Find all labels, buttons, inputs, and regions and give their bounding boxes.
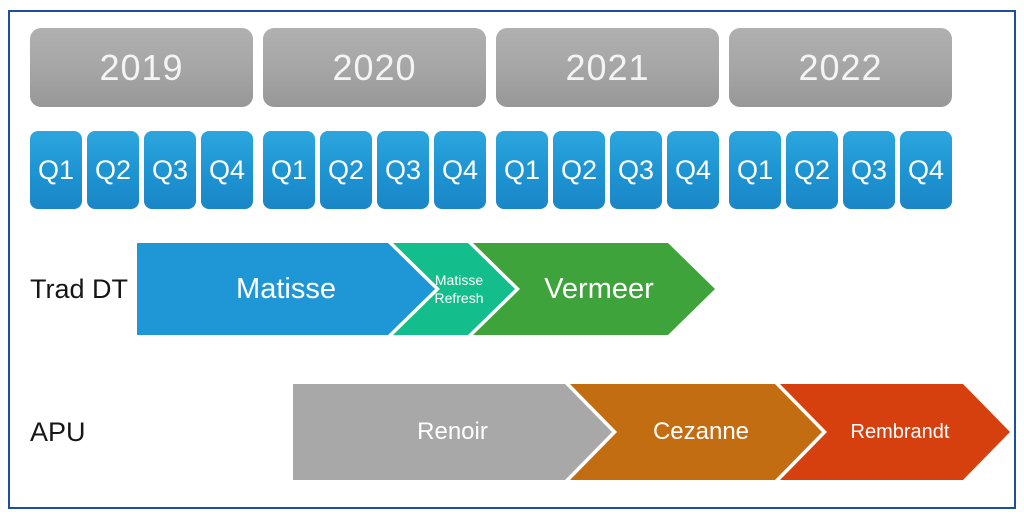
quarter-group: Q1 Q2 Q3 Q4 xyxy=(496,131,719,209)
quarter-box: Q1 xyxy=(496,131,548,209)
slide-border xyxy=(8,10,1016,509)
quarter-box: Q3 xyxy=(144,131,196,209)
quarter-box: Q2 xyxy=(87,131,139,209)
quarter-group: Q1 Q2 Q3 Q4 xyxy=(30,131,253,209)
phase-cezanne: Cezanne xyxy=(570,384,822,480)
phase-matisse-label: Matisse xyxy=(236,272,336,305)
quarter-box: Q4 xyxy=(900,131,952,209)
quarter-box: Q1 xyxy=(263,131,315,209)
row-label-apu: APU xyxy=(30,416,86,447)
quarter-box: Q4 xyxy=(201,131,253,209)
quarter-box: Q1 xyxy=(729,131,781,209)
phase-vermeer: Vermeer xyxy=(473,243,715,335)
quarter-group: Q1 Q2 Q3 Q4 xyxy=(729,131,952,209)
quarter-box: Q1 xyxy=(30,131,82,209)
phase-rembrandt-label: Rembrandt xyxy=(850,420,950,443)
quarter-box: Q4 xyxy=(434,131,486,209)
quarter-group: Q1 Q2 Q3 Q4 xyxy=(263,131,486,209)
quarter-box: Q2 xyxy=(553,131,605,209)
quarters-row: Q1 Q2 Q3 Q4 Q1 Q2 Q3 Q4 Q1 Q2 Q3 Q4 Q1 Q… xyxy=(30,131,952,209)
phase-matisse: Matisse xyxy=(137,243,435,335)
quarter-box: Q2 xyxy=(320,131,372,209)
phase-cezanne-label: Cezanne xyxy=(652,418,750,445)
year-box: 2021 xyxy=(496,28,719,107)
year-box: 2019 xyxy=(30,28,253,107)
quarter-box: Q3 xyxy=(843,131,895,209)
phase-renoir: Renoir xyxy=(293,384,612,480)
year-box: 2020 xyxy=(263,28,486,107)
phase-matisse-refresh-label: Matisse Refresh xyxy=(434,271,484,306)
row-label-trad-dt: Trad DT xyxy=(30,273,129,304)
phase-vermeer-label: Vermeer xyxy=(544,272,654,305)
quarter-box: Q4 xyxy=(667,131,719,209)
phase-renoir-label: Renoir xyxy=(417,418,488,445)
year-box: 2022 xyxy=(729,28,952,107)
years-row: 2019 2020 2021 2022 xyxy=(30,28,952,107)
quarter-box: Q2 xyxy=(786,131,838,209)
quarter-box: Q3 xyxy=(377,131,429,209)
quarter-box: Q3 xyxy=(610,131,662,209)
